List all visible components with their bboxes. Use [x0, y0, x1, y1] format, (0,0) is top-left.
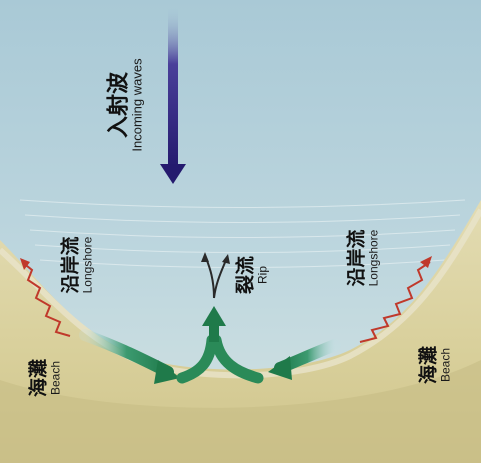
longshore-left-en: Longshore	[80, 236, 95, 294]
longshore-right-zh: 沿岸流	[345, 229, 368, 287]
beach-right-zh: 海灘	[417, 345, 440, 385]
rip-zh: 裂流	[234, 255, 257, 295]
rip-label: 裂流 Rip	[234, 237, 286, 294]
longshore-left-label: 沿岸流 Longshore	[59, 208, 111, 293]
incoming-waves-label: 入射波 Incoming waves	[106, 12, 163, 151]
beach-left-zh: 海灘	[27, 358, 50, 398]
wave-lines	[19, 199, 466, 268]
incoming-wave-arrow	[160, 8, 186, 184]
swash-arrowhead-left	[20, 258, 30, 270]
beach-band	[0, 360, 481, 463]
beach-left-label: 海灘 Beach	[27, 340, 79, 397]
longshore-swash-left	[21, 261, 71, 337]
rip-en: Rip	[255, 265, 270, 285]
longshore-right-en: Longshore	[366, 229, 381, 287]
longshore-right-label: 沿岸流 Longshore	[345, 201, 397, 286]
incoming-waves-en: Incoming waves	[129, 58, 145, 152]
longshore-current-arrow-left	[79, 329, 180, 384]
longshore-current-arrow-right	[268, 339, 341, 380]
swash-arrowhead-right	[420, 256, 432, 268]
incoming-waves-zh: 入射波	[106, 72, 132, 139]
longshore-swash-right	[359, 261, 431, 343]
beach-right-label: 海灘 Beach	[417, 327, 469, 384]
beach-left-en: Beach	[48, 360, 63, 396]
longshore-left-zh: 沿岸流	[59, 236, 82, 294]
rip-current-arrow	[176, 252, 264, 384]
beach-right-en: Beach	[438, 347, 453, 383]
